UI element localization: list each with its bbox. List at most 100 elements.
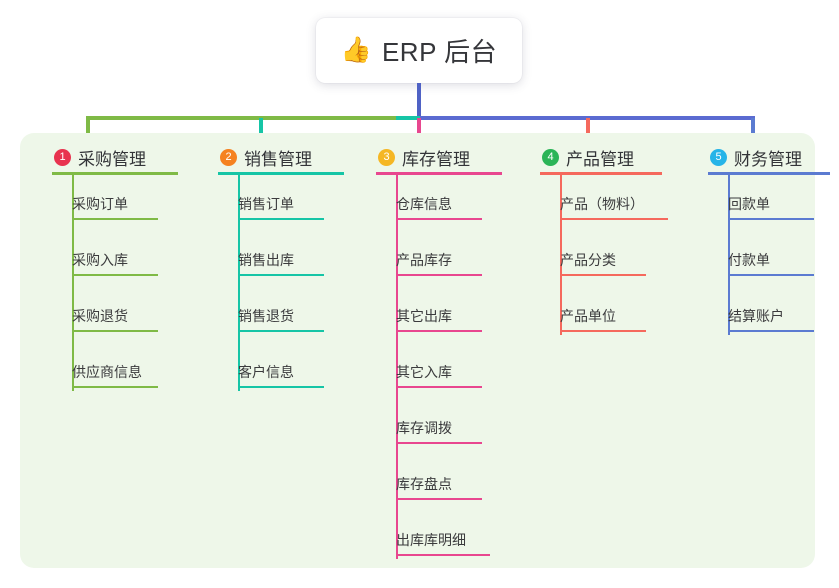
leaf-label: 其它出库 bbox=[396, 308, 452, 324]
leaf-label: 产品（物料） bbox=[560, 196, 644, 212]
list-item[interactable]: 付款单 bbox=[692, 228, 839, 284]
list-item[interactable]: 采购入库 bbox=[36, 228, 196, 284]
leaf-label: 采购订单 bbox=[72, 196, 128, 212]
branch-title-purchasing: 采购管理 bbox=[78, 149, 146, 169]
branch-header-finance[interactable]: 5 财务管理 bbox=[692, 142, 839, 172]
leaf-underline bbox=[72, 386, 158, 388]
list-item[interactable]: 产品单位 bbox=[524, 284, 694, 340]
leaf-underline bbox=[396, 386, 482, 388]
leaf-label: 销售出库 bbox=[238, 252, 294, 268]
leaf-underline bbox=[238, 330, 324, 332]
branch-spine-sales bbox=[238, 175, 240, 391]
branch-column-finance: 5 财务管理 回款单 付款单 结算账户 bbox=[692, 133, 839, 340]
leaf-underline bbox=[560, 330, 646, 332]
leaf-label: 销售退货 bbox=[238, 308, 294, 324]
list-item[interactable]: 采购退货 bbox=[36, 284, 196, 340]
list-item[interactable]: 其它入库 bbox=[360, 340, 520, 396]
leaf-underline bbox=[396, 330, 482, 332]
branch-spine-finance bbox=[728, 175, 730, 335]
connector-bus-segment-green bbox=[86, 116, 396, 120]
list-item[interactable]: 销售出库 bbox=[202, 228, 362, 284]
connector-drop-column-3 bbox=[417, 118, 421, 146]
connector-bus-segment-teal bbox=[396, 116, 420, 120]
branch-spine-purchasing bbox=[72, 175, 74, 391]
branch-badge-5: 5 bbox=[710, 148, 727, 166]
branch-title-finance: 财务管理 bbox=[734, 149, 802, 169]
branch-header-purchasing[interactable]: 1 采购管理 bbox=[36, 142, 196, 172]
thumbs-up-icon: 👍 bbox=[340, 36, 372, 64]
leaf-underline bbox=[238, 386, 324, 388]
list-item[interactable]: 客户信息 bbox=[202, 340, 362, 396]
branch-column-inventory: 3 库存管理 仓库信息 产品库存 其它出库 其它入库 库存调拨 bbox=[360, 133, 520, 564]
list-item[interactable]: 库存调拨 bbox=[360, 396, 520, 452]
leaf-label: 回款单 bbox=[728, 196, 770, 212]
list-item[interactable]: 出库库明细 bbox=[360, 508, 520, 564]
branch-badge-1: 1 bbox=[54, 148, 71, 166]
branch-badge-2: 2 bbox=[220, 148, 237, 166]
leaf-underline bbox=[72, 274, 158, 276]
connector-drop-column-5 bbox=[751, 118, 755, 146]
branch-column-purchasing: 1 采购管理 采购订单 采购入库 采购退货 供应商信息 bbox=[36, 133, 196, 396]
leaf-underline bbox=[560, 274, 646, 276]
leaf-label: 其它入库 bbox=[396, 364, 452, 380]
leaf-label: 采购入库 bbox=[72, 252, 128, 268]
branch-underline-sales bbox=[218, 172, 344, 175]
connector-drop-column-4 bbox=[586, 118, 590, 146]
branch-badge-3: 3 bbox=[378, 148, 395, 166]
leaf-label: 产品单位 bbox=[560, 308, 616, 324]
branch-title-product: 产品管理 bbox=[566, 149, 634, 169]
leaf-label: 供应商信息 bbox=[72, 364, 142, 380]
leaf-label: 出库库明细 bbox=[396, 532, 466, 548]
leaf-underline bbox=[728, 330, 814, 332]
branch-underline-finance bbox=[708, 172, 830, 175]
list-item[interactable]: 其它出库 bbox=[360, 284, 520, 340]
branch-spine-product bbox=[560, 175, 562, 335]
list-item[interactable]: 产品分类 bbox=[524, 228, 694, 284]
list-item[interactable]: 产品库存 bbox=[360, 228, 520, 284]
leaf-label: 结算账户 bbox=[728, 308, 784, 324]
list-item[interactable]: 回款单 bbox=[692, 172, 839, 228]
list-item[interactable]: 仓库信息 bbox=[360, 172, 520, 228]
branch-title-sales: 销售管理 bbox=[244, 149, 312, 169]
leaf-underline bbox=[396, 498, 482, 500]
list-item[interactable]: 产品（物料） bbox=[524, 172, 694, 228]
leaf-underline bbox=[238, 218, 324, 220]
branch-underline-inventory bbox=[376, 172, 502, 175]
list-item[interactable]: 结算账户 bbox=[692, 284, 839, 340]
list-item[interactable]: 销售退货 bbox=[202, 284, 362, 340]
root-node-title: ERP 后台 bbox=[381, 37, 498, 67]
leaf-underline bbox=[728, 218, 814, 220]
leaf-label: 客户信息 bbox=[238, 364, 294, 380]
leaf-label: 库存盘点 bbox=[396, 476, 452, 492]
branch-title-inventory: 库存管理 bbox=[402, 149, 470, 169]
branch-underline-product bbox=[540, 172, 662, 175]
branch-header-sales[interactable]: 2 销售管理 bbox=[202, 142, 362, 172]
leaf-label: 销售订单 bbox=[238, 196, 294, 212]
leaf-label: 仓库信息 bbox=[396, 196, 452, 212]
leaf-underline bbox=[72, 330, 158, 332]
leaf-label: 产品库存 bbox=[396, 252, 452, 268]
leaf-underline bbox=[396, 274, 482, 276]
connector-drop-column-2 bbox=[259, 118, 263, 146]
list-item[interactable]: 采购订单 bbox=[36, 172, 196, 228]
branch-underline-purchasing bbox=[52, 172, 178, 175]
list-item[interactable]: 供应商信息 bbox=[36, 340, 196, 396]
branch-badge-4: 4 bbox=[542, 148, 559, 166]
leaf-underline bbox=[396, 218, 482, 220]
root-node-erp-backend[interactable]: 👍 ERP 后台 bbox=[316, 18, 522, 83]
branch-header-product[interactable]: 4 产品管理 bbox=[524, 142, 694, 172]
leaf-underline bbox=[72, 218, 158, 220]
leaf-label: 采购退货 bbox=[72, 308, 128, 324]
leaf-label: 产品分类 bbox=[560, 252, 616, 268]
list-item[interactable]: 销售订单 bbox=[202, 172, 362, 228]
leaf-label: 付款单 bbox=[728, 252, 770, 268]
branch-column-sales: 2 销售管理 销售订单 销售出库 销售退货 客户信息 bbox=[202, 133, 362, 396]
branch-spine-inventory bbox=[396, 175, 398, 559]
list-item[interactable]: 库存盘点 bbox=[360, 452, 520, 508]
leaf-underline bbox=[238, 274, 324, 276]
leaf-label: 库存调拨 bbox=[396, 420, 452, 436]
branch-column-product: 4 产品管理 产品（物料） 产品分类 产品单位 bbox=[524, 133, 694, 340]
branch-header-inventory[interactable]: 3 库存管理 bbox=[360, 142, 520, 172]
leaf-underline bbox=[396, 442, 482, 444]
